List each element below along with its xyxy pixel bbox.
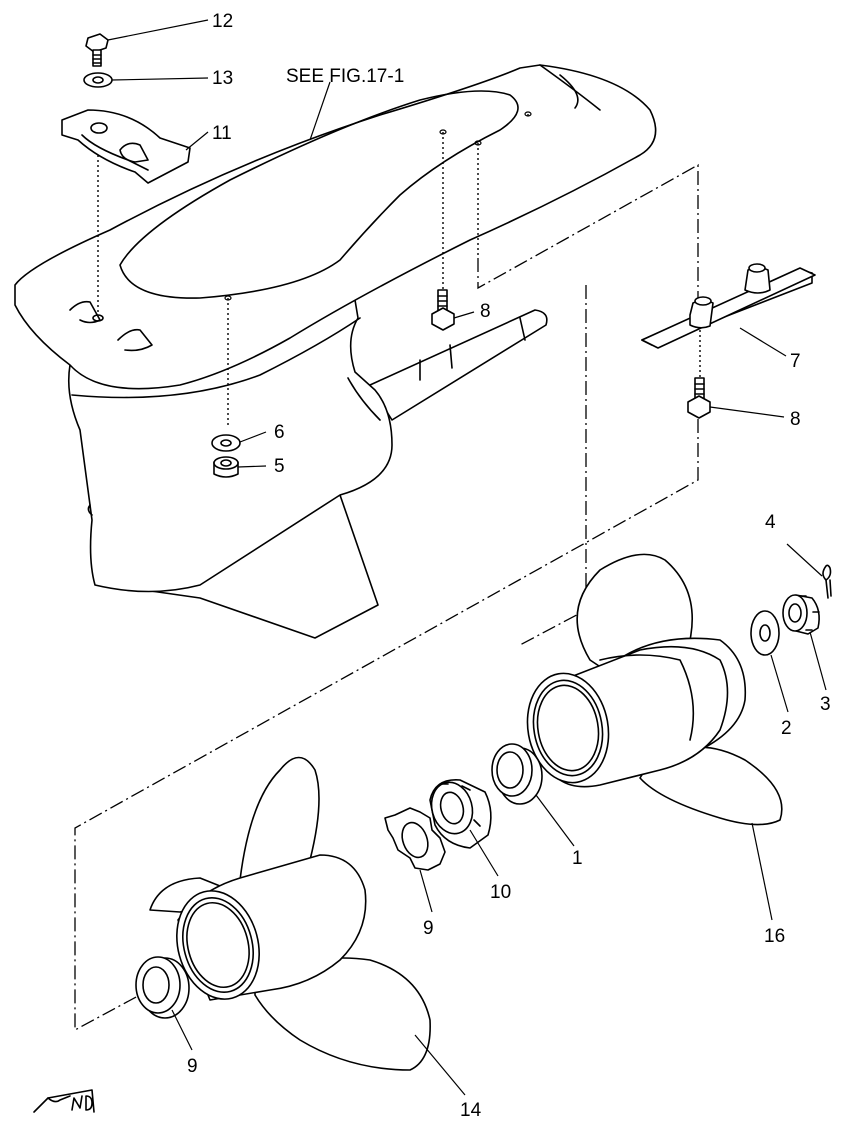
tab-washer-part-10 [384, 807, 446, 871]
castle-nut-part-3 [782, 594, 820, 635]
bolt-part-13 [85, 33, 109, 67]
spacer-part-1 [491, 743, 543, 805]
callout-8-lower: 8 [790, 409, 801, 430]
nut-part-11 [429, 779, 492, 849]
propeller-part-16 [526, 553, 783, 826]
callout-5: 5 [274, 456, 285, 477]
callout-12: 11 [212, 123, 232, 144]
direction-emblem-icon [33, 1089, 95, 1113]
callout-labels: 12 13 11 8 6 5 7 8 4 2 3 1 10 9 16 9 14 [187, 11, 831, 1121]
callout-3: 3 [820, 694, 831, 715]
nut-part-5 [213, 456, 239, 478]
callout-1: 1 [572, 848, 583, 869]
anode-part-7 [641, 263, 816, 349]
bolt-part-8-lower [687, 377, 711, 419]
reference-note: SEE FIG.17-1 [286, 66, 404, 87]
callout-6: 6 [274, 422, 285, 443]
callout-4: 4 [765, 512, 776, 533]
washer-part-14 [83, 72, 113, 88]
leader-lines [107, 19, 827, 1096]
callout-16: 16 [764, 926, 785, 947]
callout-9: 9 [187, 1056, 198, 1077]
callout-2: 2 [781, 718, 792, 739]
callout-11: 10 [490, 882, 511, 903]
bolt-part-8-upper [431, 289, 455, 331]
callout-14: 13 [212, 68, 233, 89]
spacer-part-9 [135, 956, 190, 1019]
assembly-guide-lines [97, 111, 701, 425]
cotter-pin-part-4 [822, 564, 832, 599]
anode-part-12 [61, 109, 191, 184]
callout-15: 14 [460, 1100, 482, 1121]
callout-7: 7 [790, 351, 801, 372]
callout-10: 9 [423, 918, 434, 939]
propeller-part-15 [149, 756, 431, 1071]
callout-8-upper: 8 [480, 301, 491, 322]
callout-13: 12 [212, 11, 233, 32]
washer-part-2 [750, 610, 780, 656]
washer-part-6 [211, 434, 241, 452]
